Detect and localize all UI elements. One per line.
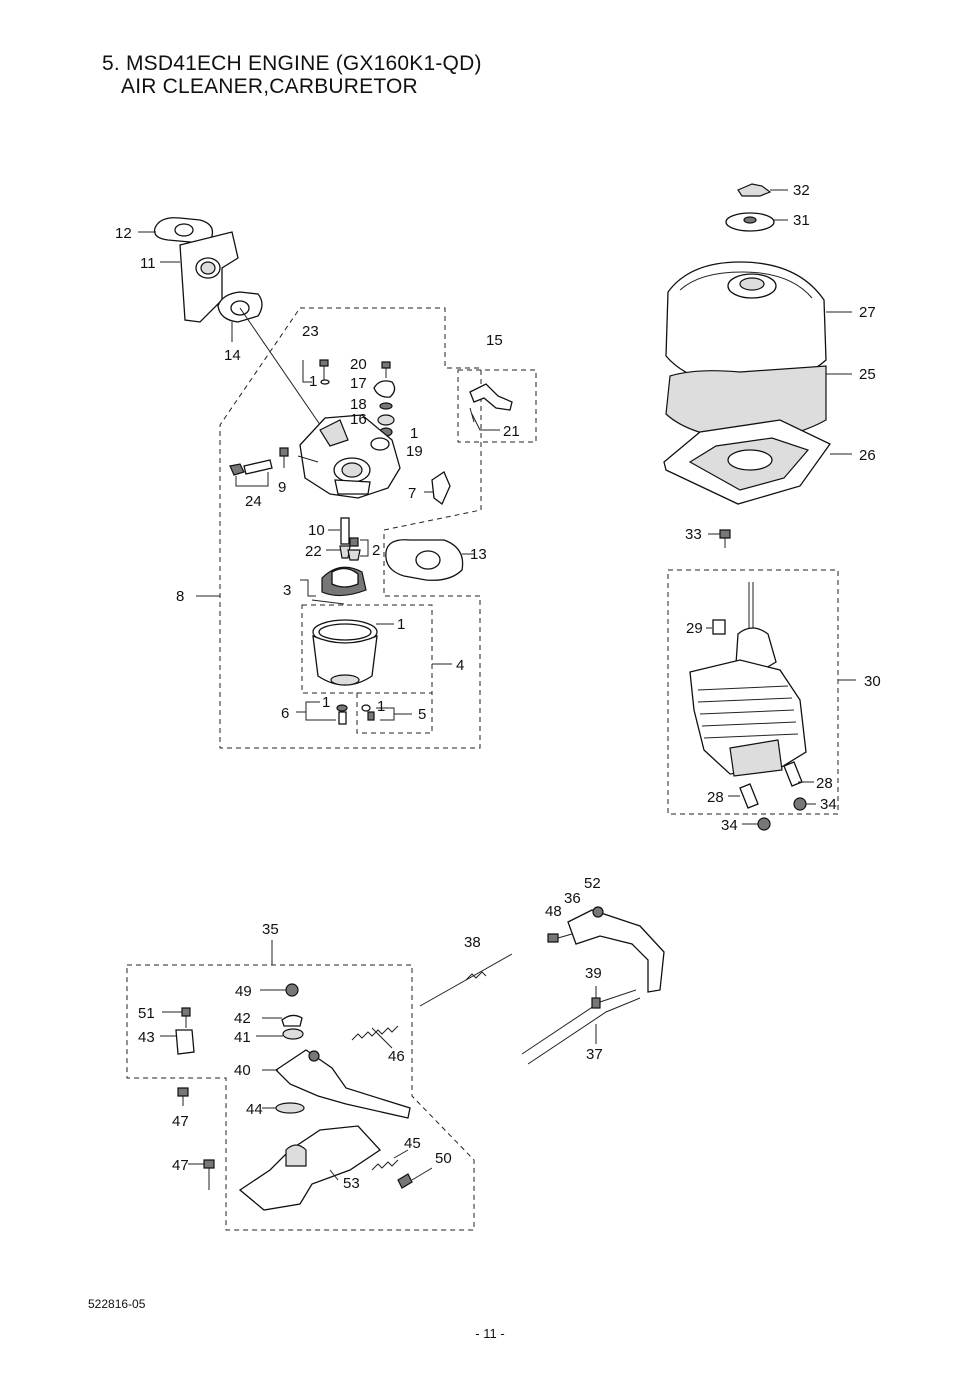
callout-39: 39 (585, 965, 602, 982)
callout-16: 16 (350, 411, 367, 428)
callout-9: 9 (278, 479, 286, 496)
callout-25: 25 (859, 366, 876, 383)
page-number: - 11 - (475, 1326, 505, 1341)
callout-8: 8 (176, 588, 184, 605)
callout-4: 4 (456, 657, 464, 674)
callout-32: 32 (793, 182, 810, 199)
callout-37: 37 (586, 1046, 603, 1063)
callout-31: 31 (793, 212, 810, 229)
callout-47-a: 47 (172, 1113, 189, 1130)
callout-40: 40 (234, 1062, 251, 1079)
callout-26: 26 (859, 447, 876, 464)
callout-17: 17 (350, 375, 367, 392)
muffler-part (689, 582, 807, 777)
air-cleaner-case-part (663, 419, 831, 505)
air-cleaner-group (663, 183, 856, 831)
callout-28-b: 28 (816, 775, 833, 792)
callout-29: 29 (686, 620, 703, 637)
document-number: 522816-05 (88, 1297, 146, 1311)
callout-23: 23 (302, 323, 319, 340)
callout-1-e: 1 (377, 698, 385, 715)
callout-6: 6 (281, 705, 289, 722)
float-chamber-part (312, 619, 394, 686)
callout-48: 48 (545, 903, 562, 920)
callout-12: 12 (115, 225, 132, 242)
callout-35: 35 (262, 921, 279, 938)
callout-47-b: 47 (172, 1157, 189, 1174)
callout-50: 50 (435, 1150, 452, 1167)
callout-18: 18 (350, 396, 367, 413)
callout-13: 13 (470, 546, 487, 563)
callout-44: 44 (246, 1101, 263, 1118)
callout-24: 24 (245, 493, 262, 510)
wing-nut-part (737, 183, 772, 197)
title-line-1: 5. MSD41ECH ENGINE (GX160K1-QD) (102, 52, 482, 75)
callout-2: 2 (372, 542, 380, 559)
callout-51: 51 (138, 1005, 155, 1022)
callout-20: 20 (350, 356, 367, 373)
callout-46: 46 (388, 1048, 405, 1065)
callout-27: 27 (859, 304, 876, 321)
callout-19: 19 (406, 443, 423, 460)
callout-43: 43 (138, 1029, 155, 1046)
callout-30: 30 (864, 673, 881, 690)
callout-labels: 12 11 14 23 1 20 17 18 16 1 19 15 21 9 2… (115, 182, 881, 1192)
control-base-part (238, 1125, 381, 1211)
control-lever-group (126, 906, 665, 1231)
callout-3: 3 (283, 582, 291, 599)
air-cleaner-cover-part (665, 261, 827, 387)
page-title: 5. MSD41ECH ENGINE (GX160K1-QD) AIR CLEA… (102, 52, 482, 98)
callout-1-d: 1 (322, 694, 330, 711)
callout-10: 10 (308, 522, 325, 539)
callout-52: 52 (584, 875, 601, 892)
callout-34-a: 34 (721, 817, 738, 834)
callout-5: 5 (418, 706, 426, 723)
callout-36: 36 (564, 890, 581, 907)
callout-42: 42 (234, 1010, 251, 1027)
callout-28-a: 28 (707, 789, 724, 806)
callout-14: 14 (224, 347, 241, 364)
callout-1-c: 1 (397, 616, 405, 633)
governor-arm-part (274, 1049, 411, 1119)
callout-11: 11 (140, 255, 156, 272)
callout-53: 53 (343, 1175, 360, 1192)
callout-7: 7 (408, 485, 416, 502)
callout-1-a: 1 (309, 373, 317, 390)
callout-33: 33 (685, 526, 702, 543)
callout-15: 15 (486, 332, 503, 349)
callout-41: 41 (234, 1029, 251, 1046)
callout-34-b: 34 (820, 796, 837, 813)
callout-22: 22 (305, 543, 322, 560)
title-line-2: AIR CLEANER,CARBURETOR (121, 75, 418, 98)
control-lever-part (567, 909, 665, 993)
callout-45: 45 (404, 1135, 421, 1152)
callout-21: 21 (503, 423, 520, 440)
carburetor-body-part (297, 414, 401, 499)
callout-49: 49 (235, 983, 252, 1000)
callout-38: 38 (464, 934, 481, 951)
callout-1-b: 1 (410, 425, 418, 442)
carburetor-assembly-group (138, 217, 537, 749)
